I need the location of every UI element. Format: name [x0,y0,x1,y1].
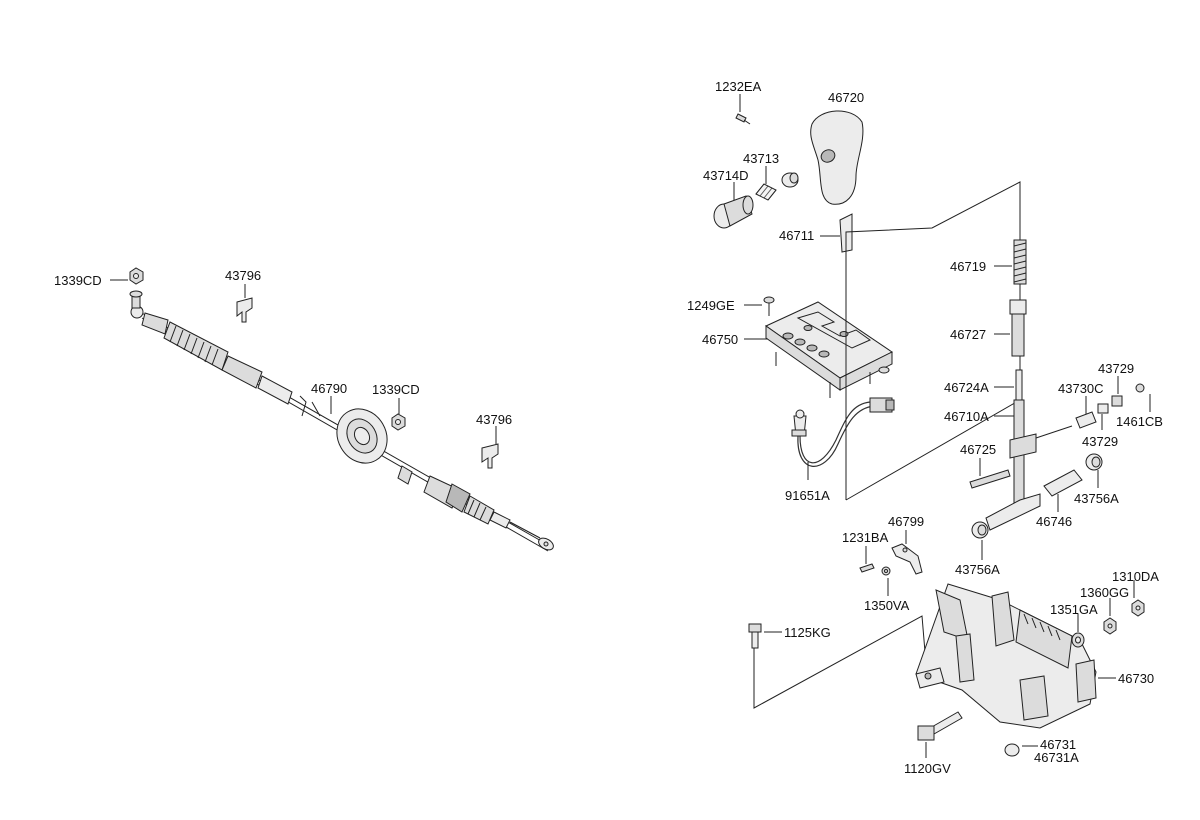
label-46731: 46731 [1040,737,1076,752]
label-1360GG: 1360GG [1080,585,1129,600]
retaining-clip-43796-top [236,297,253,323]
bushing-43713 [781,172,799,188]
bushing-43756A-lower [971,521,989,539]
bolt-1120GV [917,711,963,741]
shift-lever-46710A [985,369,1073,531]
nut-1350VA [881,566,891,576]
label-43714D: 43714D [703,168,749,183]
label-46710A: 46710A [944,409,989,424]
label-91651A: 91651A [785,488,830,503]
assembly-outline-lower [753,615,927,709]
shift-knob-46720 [810,110,864,205]
label-46724A: 46724A [944,380,989,395]
label-46711: 46711 [779,228,814,243]
bushing-43756A-upper [1085,453,1103,471]
label-46750: 46750 [702,332,738,347]
label-46725: 46725 [960,442,996,457]
nut-1339CD-middle [391,413,406,431]
label-46799: 46799 [888,514,924,529]
leader-lines [110,94,1151,758]
nut-1461CB [1135,383,1145,393]
label-46727: 46727 [950,327,986,342]
label-46720: 46720 [828,90,864,105]
washer-1360GG [1103,617,1117,635]
label-46730: 46730 [1118,671,1154,686]
collar-43729-a [1111,395,1123,407]
button-43714D [713,195,754,229]
label-43730C: 43730C [1058,381,1104,396]
label-43713: 43713 [743,151,779,166]
collar-43729-b [1097,403,1109,414]
indicator-plate-46750 [765,301,893,398]
shift-cable-assembly [129,267,554,552]
nut-46731 [1004,743,1020,757]
screw-1249GE [763,296,775,316]
label-1350VA: 1350VA [864,598,910,613]
sleeve-46727 [1009,299,1027,357]
label-43756A-upper: 43756A [1074,491,1119,506]
label-46731A: 46731A [1034,750,1079,765]
bolt-1231BA [859,563,875,573]
label-1125KG: 1125KG [784,625,831,640]
spring-46719 [1013,239,1027,285]
cable-boot [163,321,229,371]
bushing-43730C [1075,411,1097,429]
label-1339CD-middle: 1339CD [372,382,420,397]
label-43729-lower: 43729 [1082,434,1118,449]
label-1231BA: 1231BA [842,530,889,545]
label-1461CB: 1461CB [1116,414,1163,429]
bolt-1125KG [748,623,762,649]
cable-grommet-plate [336,408,388,464]
screw-1232EA [735,113,751,125]
label-46790: 46790 [311,381,347,396]
label-46746: 46746 [1036,514,1072,529]
cable-adjuster [423,475,511,529]
cable-ball-joint [129,290,169,335]
wiring-harness-91651A [791,397,895,467]
label-1339CD-top: 1339CD [54,273,102,288]
label-43796-top: 43796 [225,268,261,283]
retaining-clip-43796-lower [481,443,499,469]
assembly-outline-upper [845,181,1021,501]
detent-spring [755,183,777,201]
label-1232EA: 1232EA [715,79,762,94]
label-1120GV: 1120GV [904,761,951,776]
part-labels: 1339CD 43796 46790 1339CD 43796 1232EA 4… [54,79,1163,776]
shift-lever-assembly [713,110,1145,757]
label-1310DA: 1310DA [1112,569,1159,584]
nut-1339CD-top [129,267,144,285]
label-43729-top: 43729 [1098,361,1134,376]
sleeve-46746 [1043,469,1083,497]
bracket-46799 [891,543,923,575]
label-43796-lower: 43796 [476,412,512,427]
nut-1310DA [1131,599,1145,617]
label-43756A-lower: 43756A [955,562,1000,577]
label-1249GE: 1249GE [687,298,735,313]
nut-1351GA [1071,632,1085,648]
base-housing-46730 [915,583,1097,729]
label-46719: 46719 [950,259,986,274]
pin-46725 [969,469,1011,489]
label-1351GA: 1351GA [1050,602,1098,617]
